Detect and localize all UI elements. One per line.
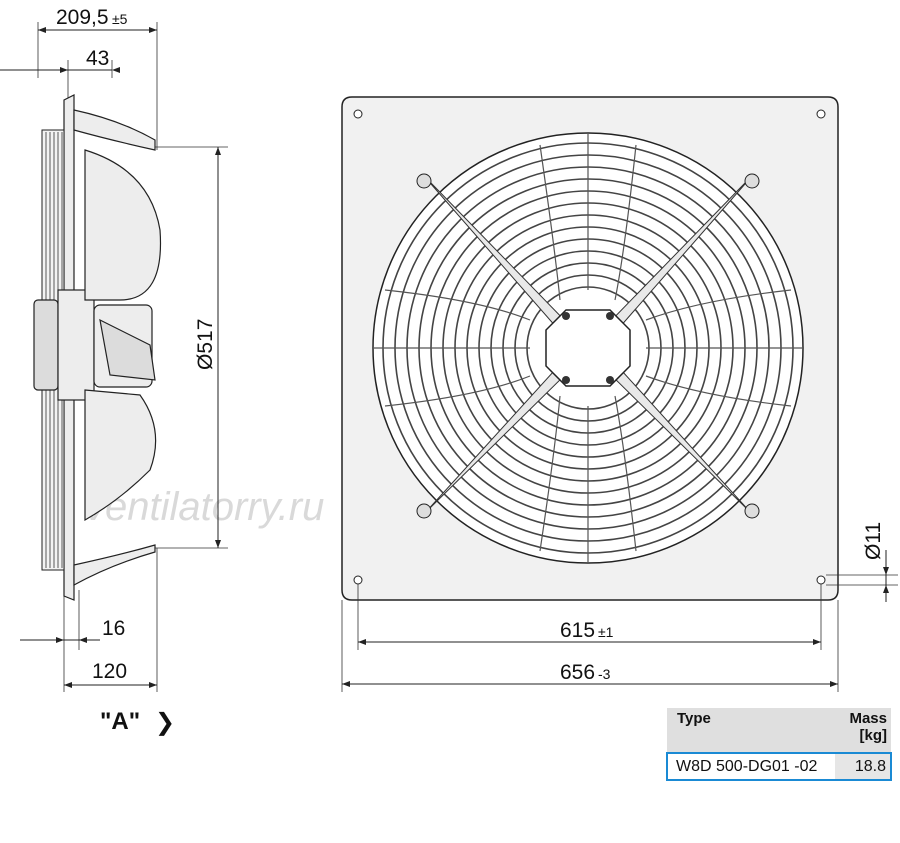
support-struts	[423, 175, 753, 515]
dim-hub-depth: 43	[86, 47, 109, 70]
strut-mount	[416, 503, 432, 519]
dim-hole-spacing-tol: ±1	[598, 624, 614, 640]
dim-overall-depth-tol: ±5	[112, 11, 128, 27]
type-header: Type	[667, 708, 835, 754]
motor-hub	[545, 309, 631, 387]
dim-plate-width-tol: -3	[598, 666, 611, 682]
corner-hole	[353, 575, 363, 585]
chevron-right-icon: ❯	[155, 708, 176, 736]
corner-hole	[816, 109, 826, 119]
motor-terminal-box	[33, 299, 59, 391]
dim-hole-diameter: Ø11	[862, 522, 885, 560]
type-value: W8D 500-DG01 -02	[666, 752, 835, 781]
type-mass-table: Type Mass [kg] W8D 500-DG01 -02 18.8	[666, 708, 893, 781]
view-a-label: "A"	[100, 708, 141, 735]
strut-mount	[744, 173, 760, 189]
corner-hole	[353, 109, 363, 119]
dim-overall-depth: 209,5	[56, 6, 109, 29]
mass-header-label: Mass	[849, 710, 887, 727]
radial-wires	[373, 133, 803, 563]
side-view	[0, 22, 228, 692]
mass-value: 18.8	[834, 752, 893, 781]
dim-guard-diameter: Ø517	[194, 319, 217, 370]
mass-header: Mass [kg]	[834, 708, 891, 754]
dim-motor-depth: 120	[92, 660, 127, 683]
strut-mount	[744, 503, 760, 519]
front-view	[341, 96, 898, 692]
dim-plate-width: 656	[560, 661, 595, 684]
strut-mount	[416, 173, 432, 189]
dim-hole-spacing: 615	[560, 619, 595, 642]
dim-plate-thickness: 16	[102, 617, 125, 640]
mass-unit: [kg]	[859, 727, 888, 744]
corner-hole	[816, 575, 826, 585]
